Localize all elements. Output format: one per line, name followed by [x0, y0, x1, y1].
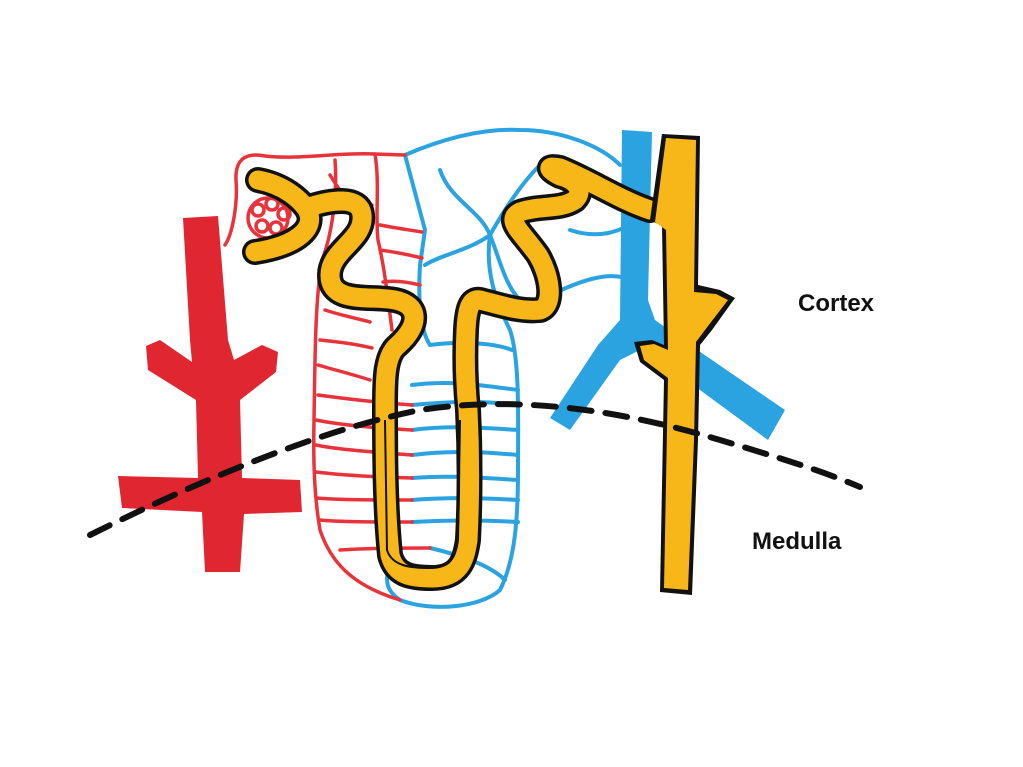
vein-trunk: [550, 130, 785, 440]
medulla-label: Medulla: [752, 528, 842, 555]
collecting-duct: [634, 134, 735, 595]
corticomedullary-boundary-line: [87, 401, 863, 538]
arterial-tree: [118, 216, 302, 572]
nephron-tubule: [242, 154, 663, 591]
cortex-label: Cortex: [798, 290, 875, 317]
